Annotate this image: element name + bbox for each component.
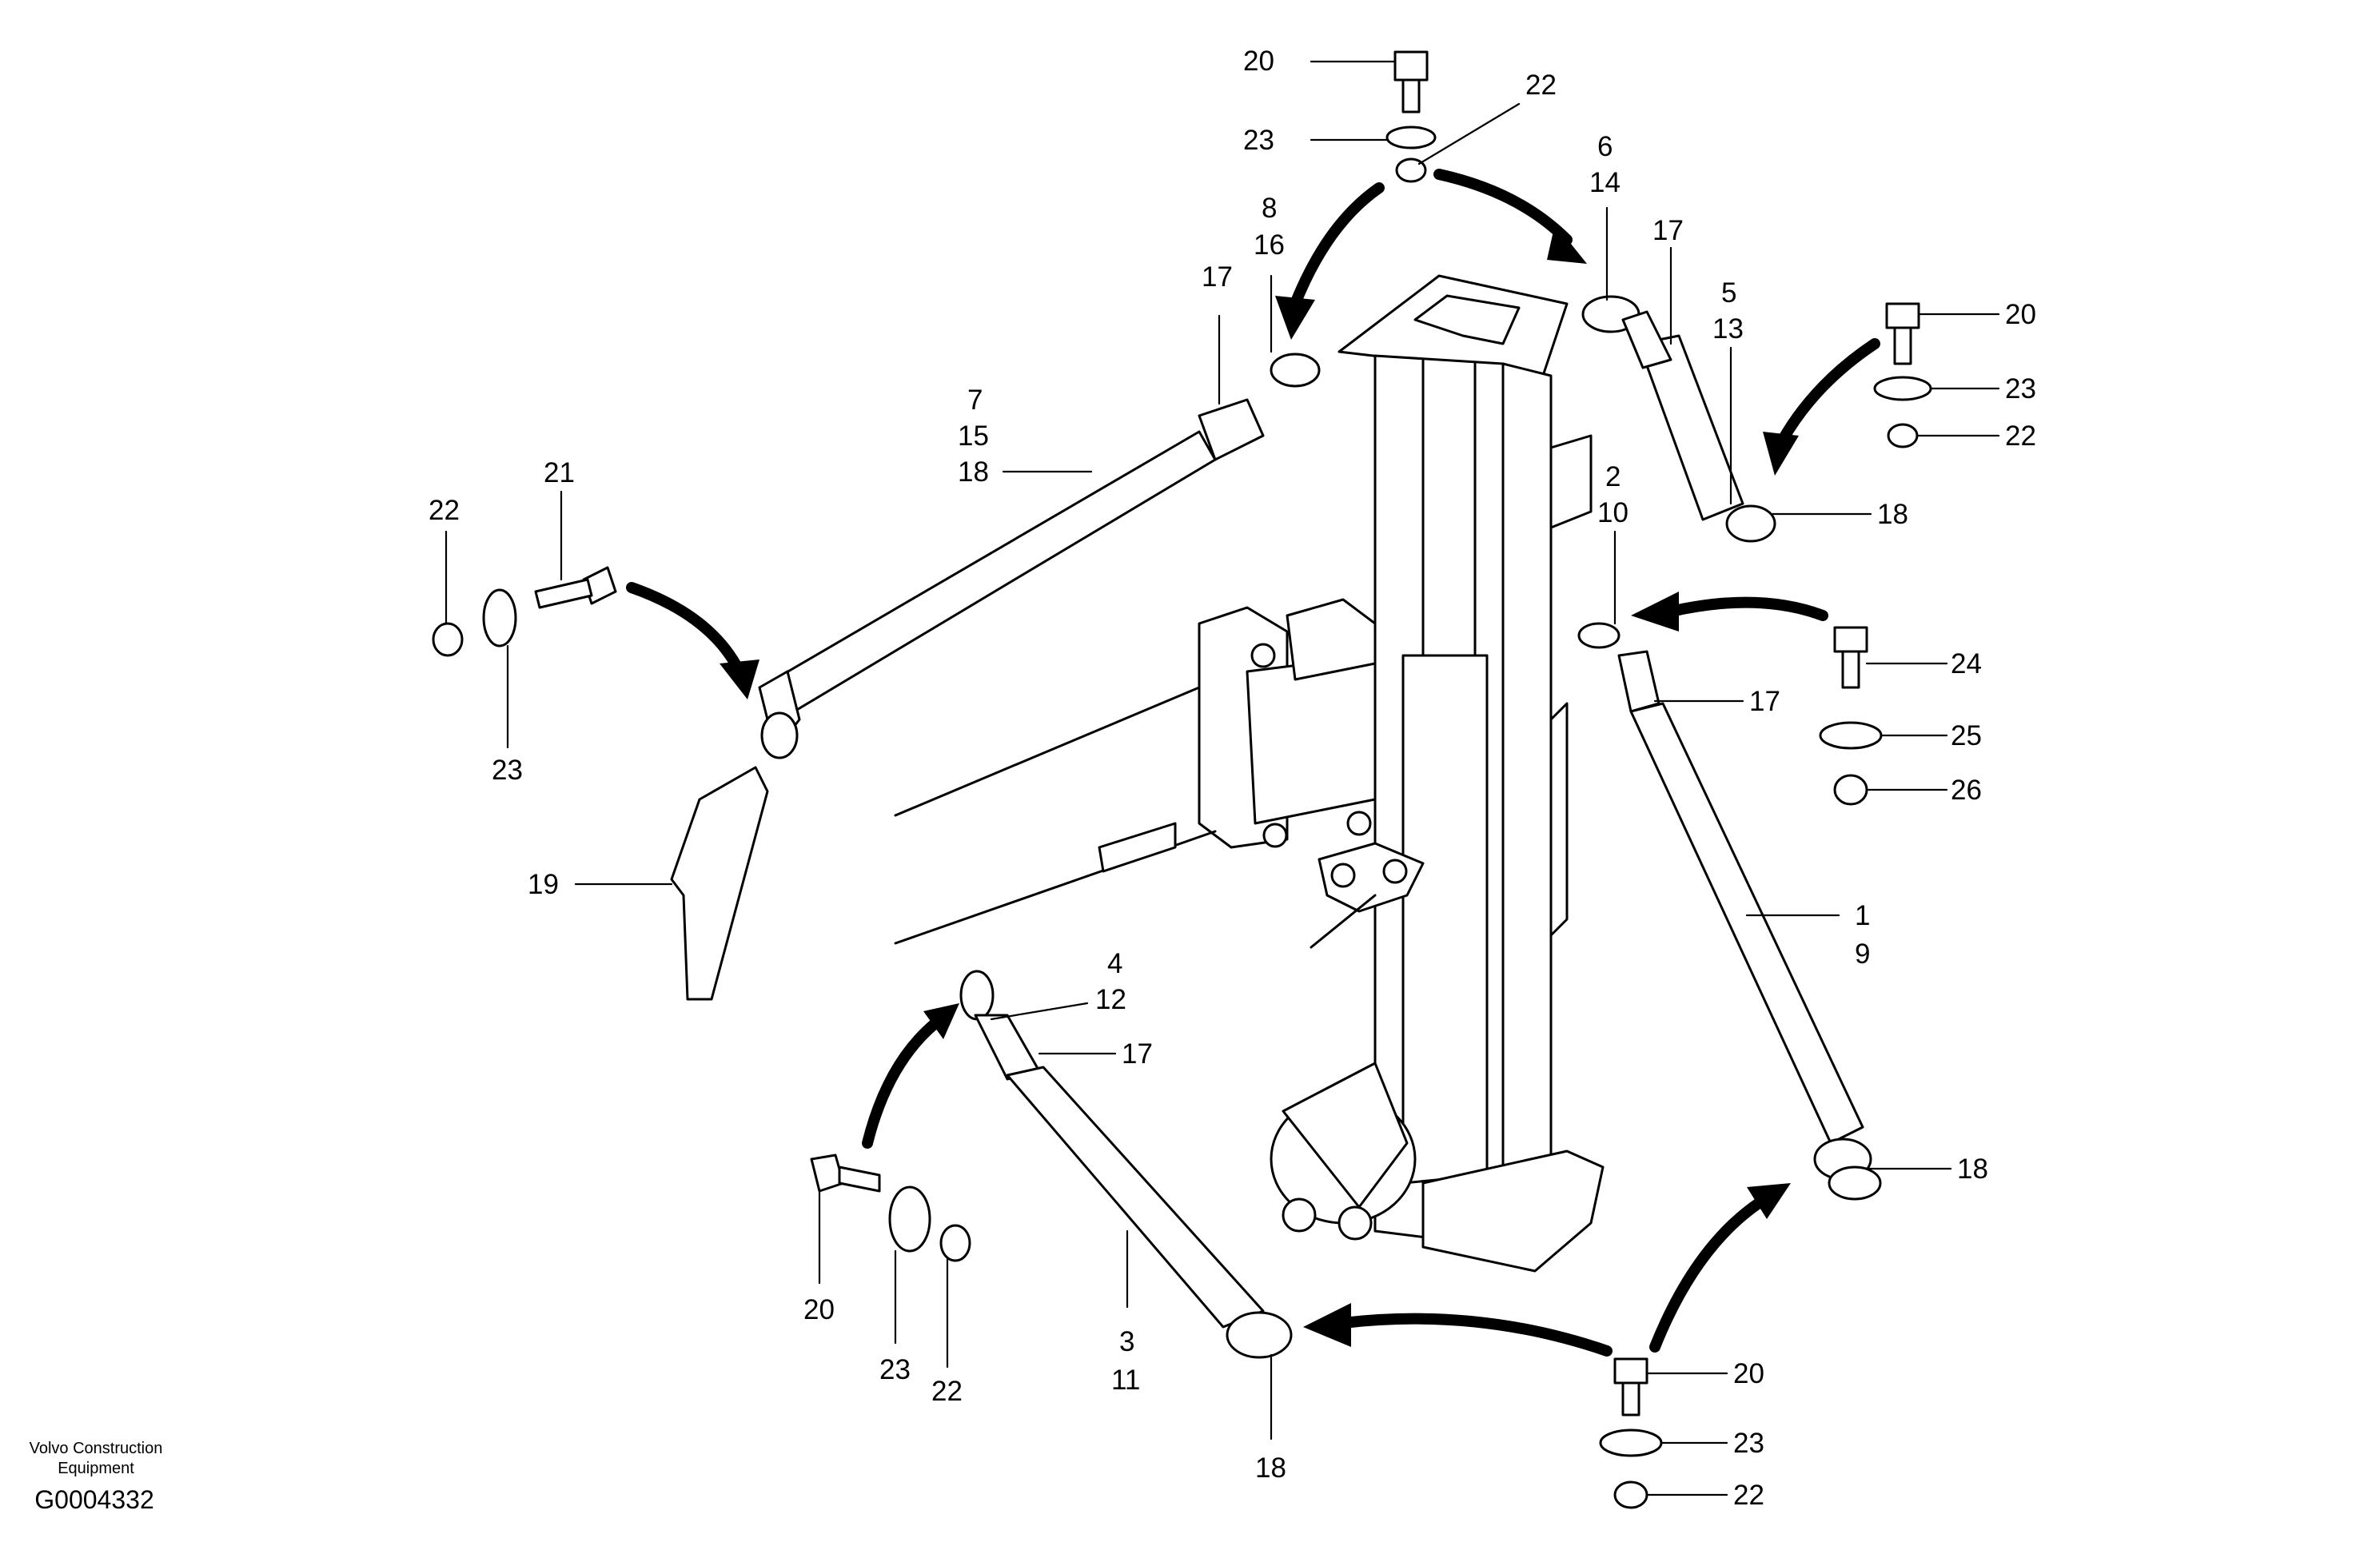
callout-10: 10 — [1597, 497, 1629, 528]
rod-upper-right — [1581, 295, 1776, 543]
central-mast — [894, 274, 1605, 1273]
callout-22-r: 22 — [2005, 420, 2036, 452]
callout-14: 14 — [1589, 167, 1621, 198]
callout-18-l: 18 — [958, 456, 989, 488]
leader-lines — [445, 60, 2000, 1496]
callout-22-bl: 22 — [931, 1376, 963, 1407]
callout-23-top: 23 — [1243, 125, 1274, 156]
callout-11: 11 — [1111, 1365, 1140, 1396]
callout-13: 13 — [1712, 313, 1744, 345]
rod-upper-left — [758, 353, 1321, 759]
callout-8: 8 — [1262, 193, 1277, 224]
callout-22-br: 22 — [1733, 1480, 1764, 1511]
callout-23-br: 23 — [1733, 1428, 1764, 1459]
callout-17-bl: 17 — [1122, 1038, 1153, 1070]
callout-15: 15 — [958, 420, 989, 452]
bracket-19 — [670, 766, 769, 1001]
callout-24: 24 — [1951, 648, 1982, 679]
callout-labels: 20 23 22 6 14 17 5 13 20 23 22 18 8 16 1… — [429, 46, 2036, 1511]
callout-5: 5 — [1721, 277, 1736, 309]
footer: Volvo Construction Equipment G0004332 — [30, 1440, 163, 1514]
callout-23-l: 23 — [492, 755, 523, 786]
callout-18-tr: 18 — [1877, 499, 1908, 530]
callout-3: 3 — [1119, 1326, 1134, 1357]
callout-26: 26 — [1951, 775, 1982, 806]
callout-20-r: 20 — [2005, 299, 2036, 330]
callout-20-br: 20 — [1733, 1358, 1764, 1389]
hardware — [432, 50, 1932, 1509]
callout-7: 7 — [967, 385, 983, 416]
callout-9: 9 — [1855, 938, 1870, 970]
callout-20-bl: 20 — [803, 1294, 835, 1325]
company-line-1: Volvo Construction — [30, 1440, 163, 1457]
callout-25: 25 — [1951, 720, 1982, 751]
callout-6: 6 — [1597, 131, 1613, 162]
drawing-code: G0004332 — [34, 1485, 153, 1514]
callout-18-b: 18 — [1255, 1452, 1286, 1484]
callout-21: 21 — [544, 457, 575, 488]
callout-23-bl: 23 — [879, 1354, 911, 1385]
company-line-2: Equipment — [58, 1460, 134, 1477]
callout-2: 2 — [1605, 461, 1621, 492]
callout-17-tr: 17 — [1652, 215, 1684, 246]
rod-right — [1577, 622, 1882, 1201]
callout-20-top: 20 — [1243, 46, 1274, 77]
callout-22-top: 22 — [1525, 70, 1557, 101]
callout-19: 19 — [528, 869, 559, 900]
assembly-arrows — [626, 169, 1880, 1357]
callout-17-tl: 17 — [1202, 261, 1233, 293]
callout-4: 4 — [1107, 948, 1122, 979]
callout-18-br: 18 — [1957, 1154, 1988, 1185]
callout-17-mr: 17 — [1749, 686, 1780, 717]
callout-22-l: 22 — [429, 495, 460, 526]
callout-12: 12 — [1095, 984, 1126, 1015]
callout-1: 1 — [1855, 900, 1870, 931]
callout-23-r: 23 — [2005, 373, 2036, 404]
callout-16: 16 — [1254, 229, 1285, 261]
rod-lower-left — [959, 970, 1293, 1359]
